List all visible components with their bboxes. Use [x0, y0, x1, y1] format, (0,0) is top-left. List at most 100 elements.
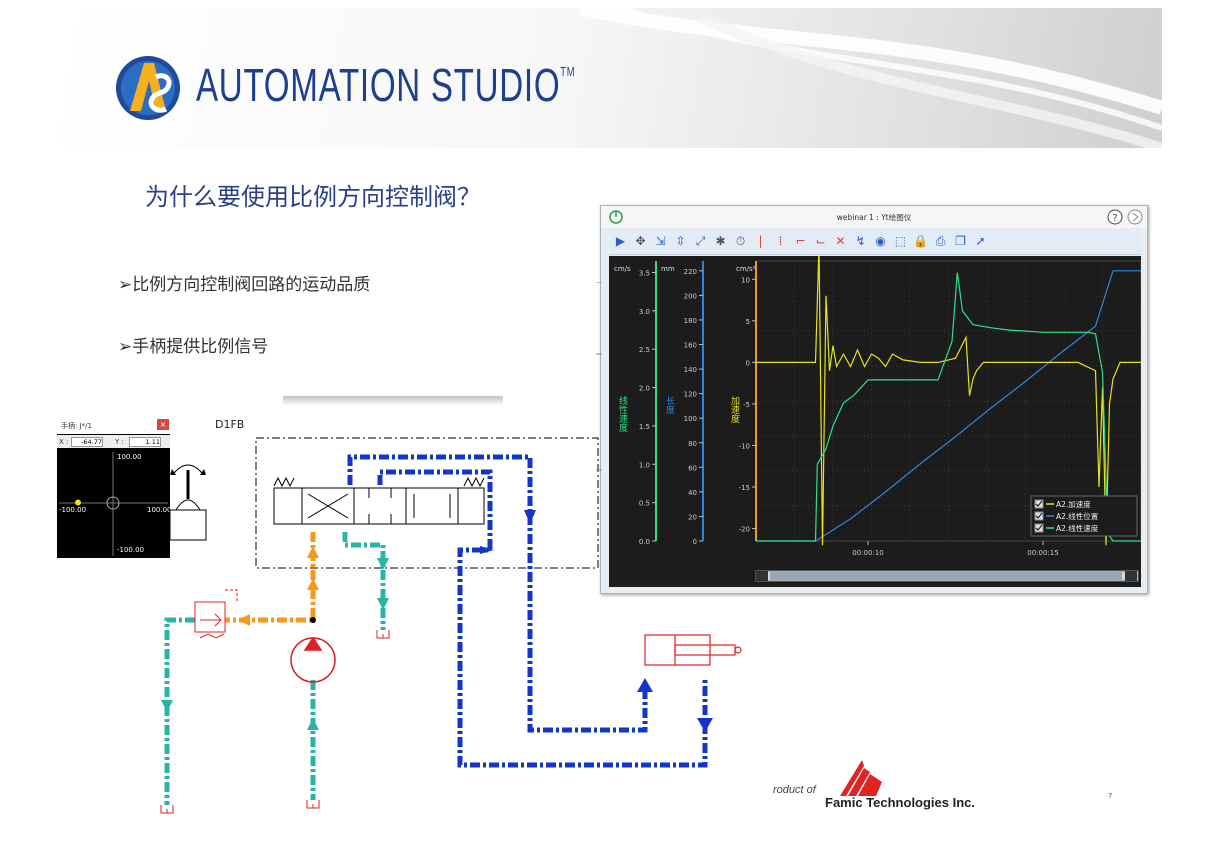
eye-icon[interactable]: ◉ [875, 234, 886, 248]
x-tick-label: 00:00:15 [1027, 549, 1058, 557]
joystick-panel[interactable]: 手柄: J*/1 × X : -64.77 Y : 1.11 100.00 -1… [57, 418, 172, 558]
marker-add-icon[interactable]: ⌐ [795, 234, 806, 248]
axis-tick-label-2: -10 [739, 442, 750, 450]
zoom-x-icon[interactable]: ⇲ [655, 234, 666, 248]
zoom-fit-icon[interactable]: ⤢ [695, 234, 706, 248]
curve-icon[interactable]: ↯ [855, 234, 866, 248]
flow-arrows-orange [238, 546, 319, 626]
marker-delete-icon[interactable]: ✕ [835, 234, 846, 248]
plotter-titlebar: webinar 1 : Yt绘图仪 ? [601, 206, 1147, 228]
plotter-title: webinar 1 : Yt绘图仪 [836, 213, 912, 222]
axis-tick-label-0: 2.5 [639, 346, 650, 354]
axis-tick-label-2: -20 [739, 526, 750, 534]
hydraulic-circuit-diagram[interactable] [150, 430, 770, 820]
hydraulic-cylinder [644, 634, 742, 666]
famic-logo-icon [840, 760, 882, 796]
hydraulic-pump [290, 636, 336, 683]
marker-next-icon[interactable]: ⌙ [815, 234, 826, 248]
scroll-left-button [756, 571, 768, 581]
series-line-2 [756, 272, 1141, 542]
axis-tick-label-2: -15 [739, 484, 750, 492]
axis-tick-label-1: 160 [684, 342, 697, 350]
marker-icon[interactable]: | [758, 234, 763, 248]
series-line-1 [756, 270, 1141, 542]
return-lines-teal [164, 532, 386, 805]
play-icon[interactable]: ▶ [615, 234, 626, 248]
header-banner [60, 8, 1162, 148]
plotter-toolbar: ▶ ✥ ⇲ ⇳ ⤢ ✱ ⏱ | ⁞ ⌐ ⌙ ✕ ↯ ◉ ⬚ 🔒 ⎙ ❐ ➚ [609, 230, 1141, 255]
axis-unit-0: cm/s [614, 265, 631, 273]
automation-studio-logo-icon [116, 56, 180, 120]
stopwatch-icon[interactable]: ⏱ [735, 234, 746, 248]
banner-swoosh [578, 8, 1162, 148]
valve-enclosure [255, 437, 599, 569]
export-icon[interactable]: ➚ [975, 234, 986, 248]
copy-icon[interactable]: ❐ [955, 234, 966, 248]
cursor-icon[interactable]: ✥ [635, 234, 646, 248]
joystick-lever-icon [169, 464, 207, 541]
yt-plotter-window[interactable]: webinar 1 : Yt绘图仪 ? ▶✥⇲⇳⤢✱⏱|⁞⌐⌙✕↯◉⬚🔒⎙❐➚ … [600, 205, 1148, 594]
axis-tick-label-1: 100 [684, 415, 697, 423]
bullet-1: ➢比例方向控制阀回路的运动品质 [118, 275, 371, 295]
axis-tick-label-1: 200 [684, 292, 697, 300]
yt-chart[interactable]: cm/s线性速度3.53.02.52.01.51.00.50.0mm长度2202… [609, 256, 1141, 587]
next-icon[interactable] [1127, 209, 1143, 225]
legend-check-1 [1035, 512, 1043, 519]
joystick-top-label: 100.00 [117, 453, 142, 461]
series-line-0 [756, 256, 1141, 546]
close-icon[interactable]: × [157, 419, 169, 430]
axis-tick-label-0: 2.0 [639, 385, 650, 393]
axis-tick-label-1: 220 [684, 268, 697, 276]
axis-label-2: 加速度 [729, 396, 740, 424]
slide-title: 为什么要使用比例方向控制阀？ [145, 183, 481, 211]
zoom-all-icon[interactable]: ✱ [715, 234, 726, 248]
select-icon[interactable]: ⬚ [894, 234, 907, 248]
axis-tick-label-0: 1.5 [639, 423, 650, 431]
axis-tick-label-2: -5 [743, 401, 750, 409]
x-value-field[interactable]: -64.77 [71, 437, 103, 447]
tank-symbols [160, 630, 390, 814]
axis-tick-label-1: 60 [688, 464, 697, 472]
axis-tick-label-2: 5 [746, 318, 750, 326]
pressure-lines-blue [347, 454, 708, 768]
help-icon[interactable]: ? [1107, 209, 1123, 225]
y-label: Y : [115, 438, 124, 446]
axis-unit-2: cm/s² [736, 265, 756, 273]
axis-tick-label-2: 0 [746, 359, 750, 367]
print-icon[interactable]: ⎙ [935, 234, 946, 248]
joystick-right-label: 100.00 [147, 506, 172, 514]
x-label: X : [59, 438, 69, 446]
flow-arrows-teal [161, 558, 389, 730]
h-scrollbar-thumb [770, 572, 1122, 580]
axis-tick-label-1: 40 [688, 489, 697, 497]
axis-tick-label-1: 20 [688, 513, 697, 521]
famic-company-name: Famic Technologies Inc. [825, 795, 976, 810]
page-number: 7 [1108, 792, 1113, 800]
power-icon[interactable] [609, 210, 623, 224]
y-value-field[interactable]: 1.11 [129, 437, 161, 447]
scroll-right-button [1125, 571, 1137, 581]
joystick-title: 手柄: J*/1 [61, 422, 92, 430]
joystick-coords: X : -64.77 Y : 1.11 [57, 435, 170, 448]
annotation-ticks [596, 282, 602, 471]
marker-remove-icon[interactable]: ⁞ [778, 234, 783, 248]
axis-tick-label-0: 3.0 [639, 308, 650, 316]
svg-text:?: ? [1112, 213, 1117, 224]
relief-valve [194, 589, 238, 639]
joystick-center-ring [106, 496, 120, 510]
legend-check-2 [1035, 524, 1043, 531]
axis-tick-label-0: 0.0 [639, 538, 650, 546]
product-of-text: roduct of [773, 784, 816, 796]
axis-tick-label-1: 180 [684, 317, 697, 325]
lock-icon[interactable]: 🔒 [913, 234, 928, 248]
axis-tick-label-1: 0 [693, 538, 697, 546]
legend-check-0 [1035, 500, 1043, 507]
zoom-y-icon[interactable]: ⇳ [675, 234, 686, 248]
joystick-position-dot [75, 499, 82, 506]
joystick-plot[interactable] [57, 448, 170, 558]
valve-label: D1FB [215, 418, 245, 431]
text-box-shadow [283, 396, 503, 406]
legend-label-1: A2.线性位置 [1056, 511, 1099, 521]
axis-tick-label-1: 140 [684, 366, 697, 374]
